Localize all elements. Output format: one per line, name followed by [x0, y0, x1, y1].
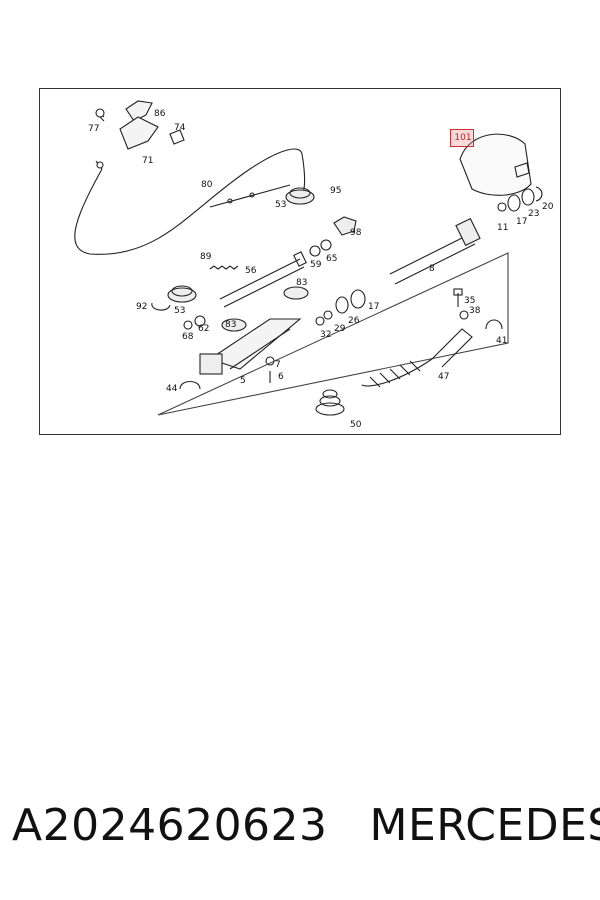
clamp-part-41 — [485, 319, 503, 330]
callout-50: 50 — [350, 420, 362, 430]
jacket-part-101 — [459, 133, 532, 196]
callout-47: 47 — [438, 372, 449, 382]
part-caption: A2024620623 MERCEDES — [12, 800, 600, 860]
callout-5: 5 — [240, 376, 246, 386]
callout-17-upper: 17 — [516, 217, 527, 227]
callout-38: 38 — [469, 306, 481, 316]
callout-56: 56 — [245, 266, 257, 276]
callout-80: 80 — [201, 180, 213, 190]
callout-86: 86 — [154, 109, 166, 119]
callout-7: 7 — [275, 360, 281, 370]
callout-26: 26 — [348, 316, 360, 326]
callout-62: 62 — [198, 324, 209, 334]
callout-83-upper: 83 — [296, 278, 307, 288]
callout-29: 29 — [334, 324, 346, 334]
callout-53-top: 53 — [275, 200, 286, 210]
callout-8: 8 — [429, 264, 435, 274]
clip-part-74 — [169, 129, 185, 145]
clamp-part-44 — [179, 380, 201, 390]
bracket-part-86 — [125, 100, 153, 122]
callout-32: 32 — [320, 330, 331, 340]
gear-part-53 — [285, 189, 315, 205]
lever-part-71 — [119, 116, 159, 150]
callout-83-lower: 83 — [225, 320, 236, 330]
callout-71: 71 — [142, 156, 153, 166]
highlighted-part-label: 101 — [454, 133, 472, 143]
cable-part-80 — [74, 148, 306, 255]
bushing-part-98 — [333, 216, 357, 236]
callout-17-lower: 17 — [368, 302, 379, 312]
callout-53-lower: 53 — [174, 306, 185, 316]
spring-part-89 — [209, 265, 239, 270]
callout-6: 6 — [278, 372, 284, 382]
shaft-part-56 — [219, 258, 305, 308]
callout-59: 59 — [310, 260, 322, 270]
highlighted-part-box[interactable]: 101 — [450, 129, 474, 147]
brand-name: MERCEDES — [369, 800, 600, 851]
callout-77: 77 — [88, 124, 99, 134]
exploded-view-drawing: 77 86 74 71 80 95 53 98 89 56 59 65 92 5… — [74, 100, 554, 430]
callout-20: 20 — [542, 202, 554, 212]
callout-92: 92 — [136, 302, 147, 312]
callout-95: 95 — [330, 186, 341, 196]
callout-11: 11 — [497, 223, 508, 233]
callout-98: 98 — [350, 228, 362, 238]
callout-74: 74 — [174, 123, 186, 133]
part-number: A2024620623 — [12, 800, 328, 851]
shaft-part-8 — [389, 233, 476, 285]
callout-41: 41 — [496, 336, 507, 346]
callout-44: 44 — [166, 384, 178, 394]
callout-89: 89 — [200, 252, 212, 262]
seal-part-50 — [315, 402, 345, 416]
callout-65: 65 — [326, 254, 337, 264]
callout-35: 35 — [464, 296, 475, 306]
callout-23: 23 — [528, 209, 539, 219]
column-housing-part-5 — [208, 318, 302, 370]
parts-diagram: 77 86 74 71 80 95 53 98 89 56 59 65 92 5… — [39, 88, 561, 435]
callout-68: 68 — [182, 332, 194, 342]
boot-part-47 — [361, 358, 433, 387]
